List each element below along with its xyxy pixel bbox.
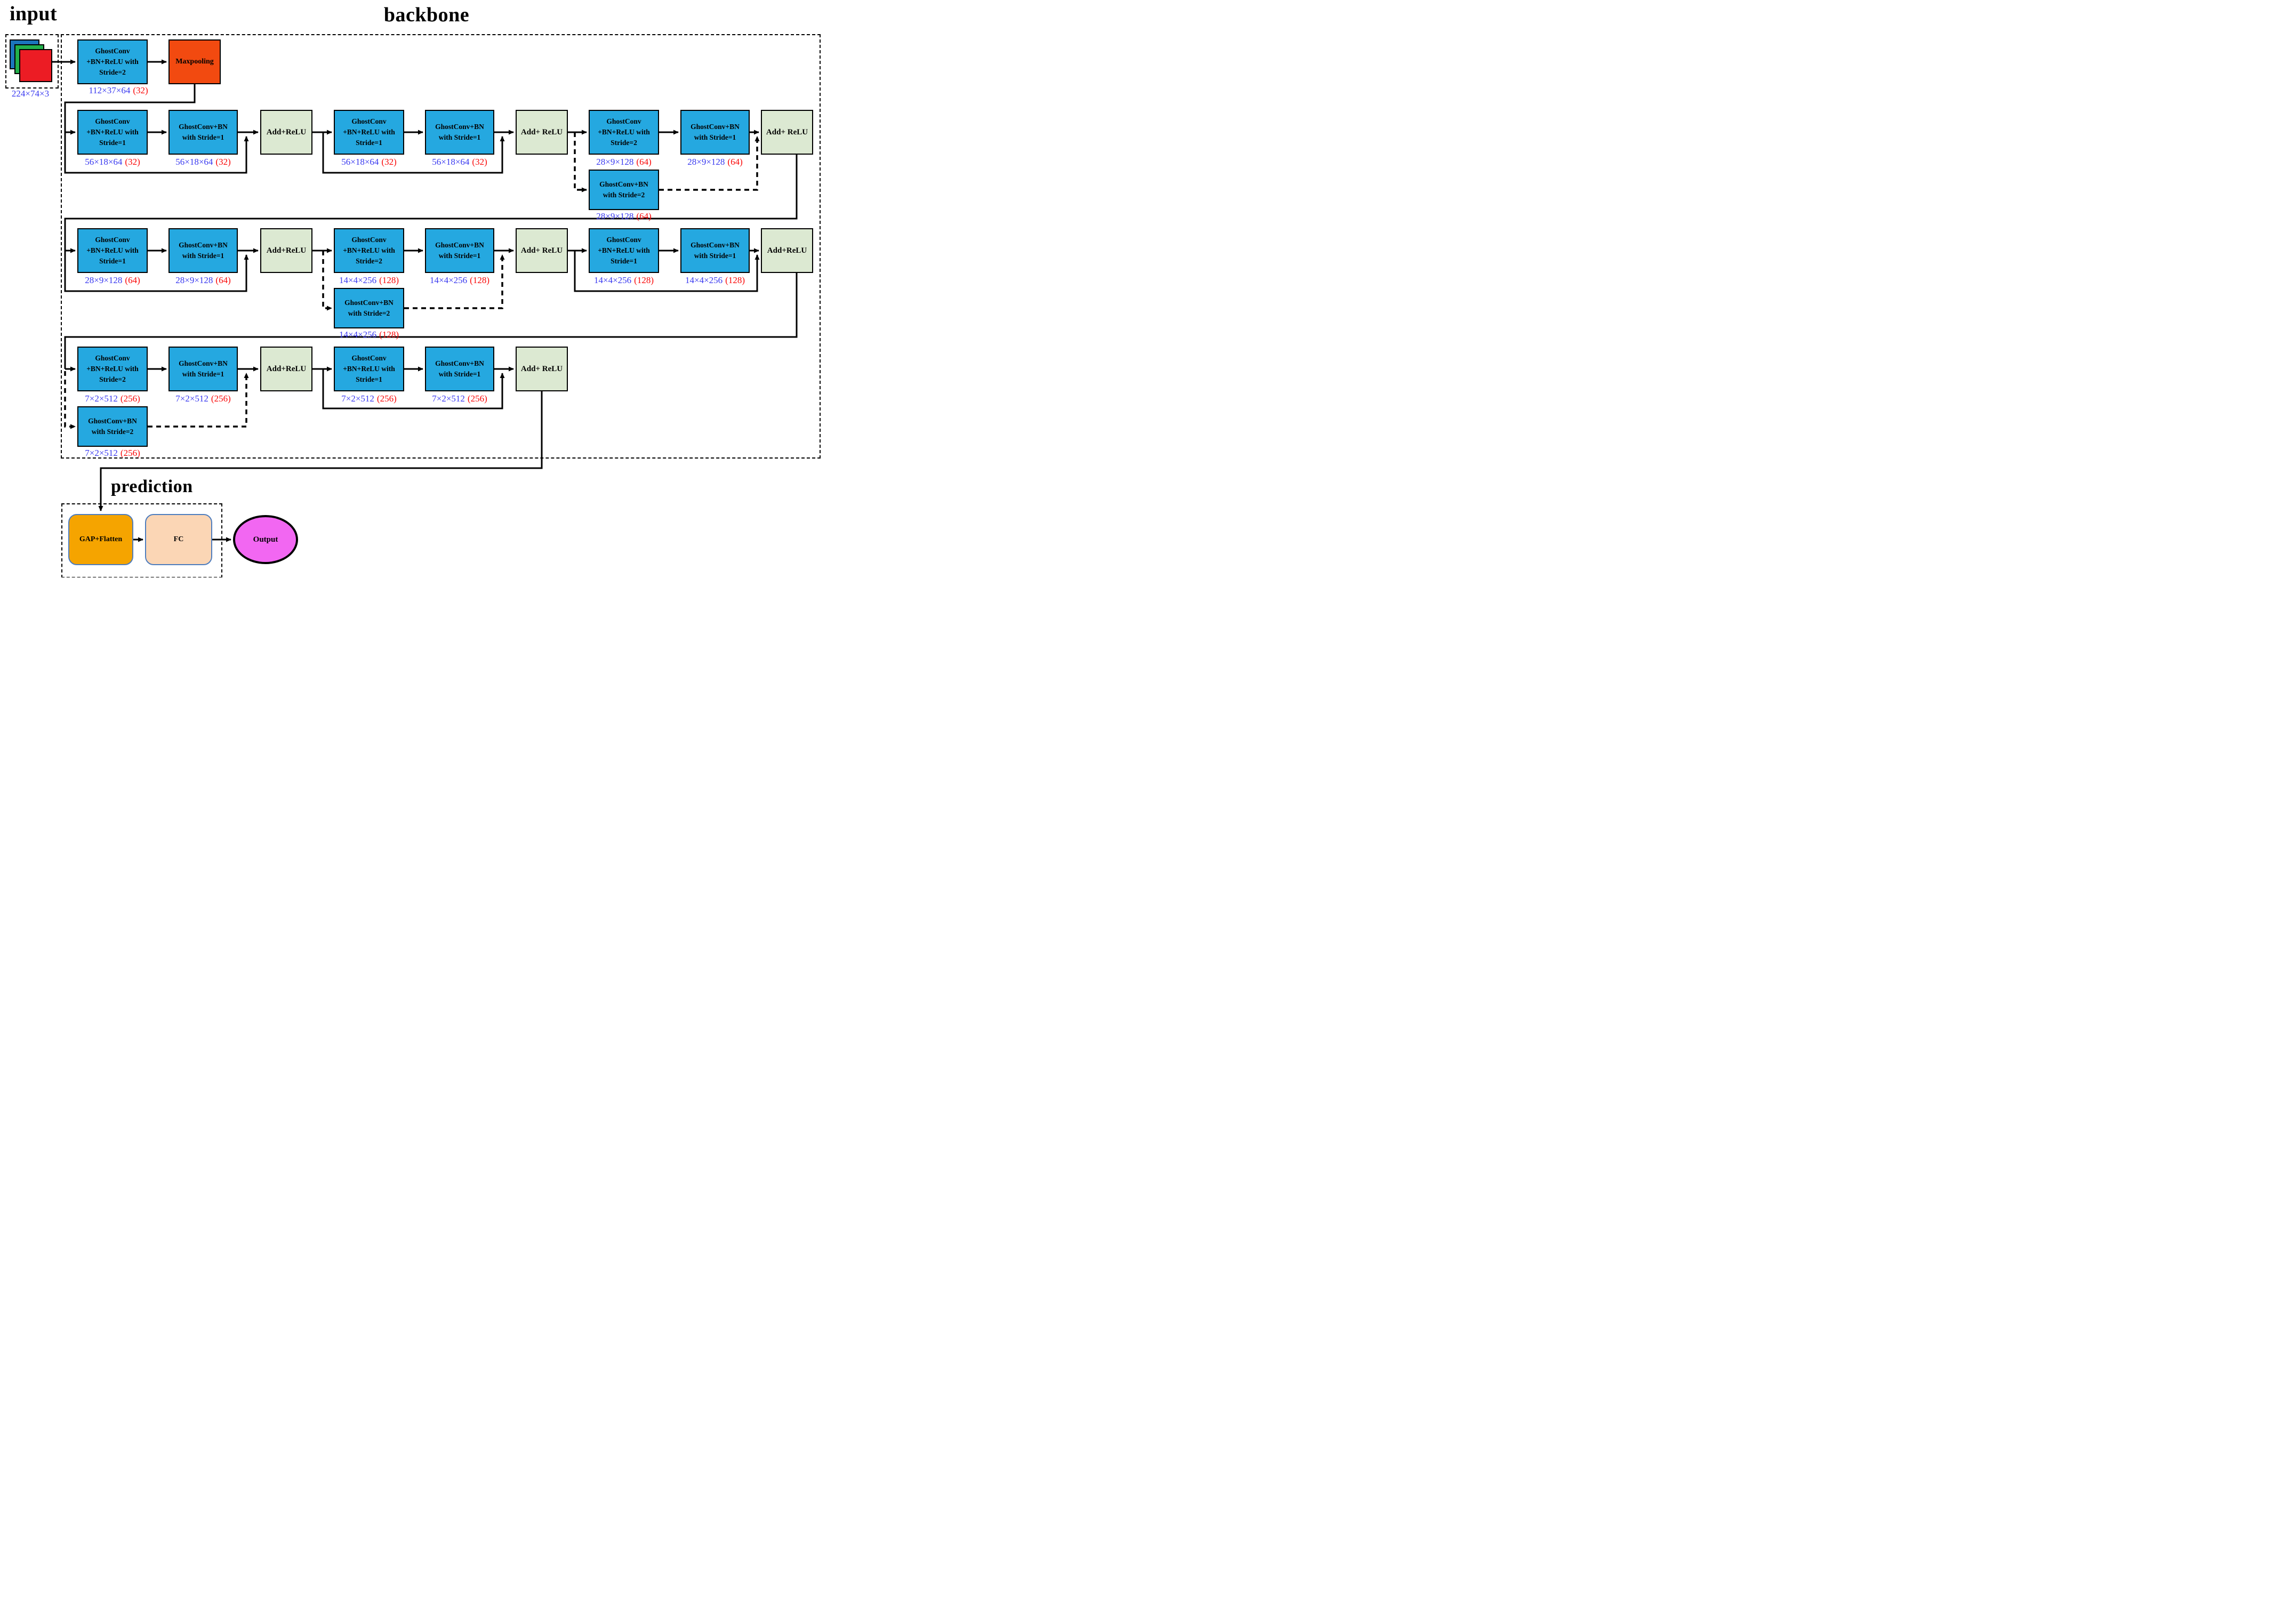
row2-ghostconvbn-s1-block2: GhostConv+BN with Stride=1	[425, 110, 494, 155]
dims-channels: (128)	[725, 275, 745, 285]
dims-value: 14×4×256	[429, 275, 468, 285]
dims-channels: (128)	[634, 275, 654, 285]
row2-ghostconvbn-s1-block3: GhostConv+BN with Stride=1	[680, 110, 750, 155]
row4-dims-1: 7×2×512(256)	[62, 393, 163, 404]
architecture-diagram: input backbone prediction 224×74×3	[0, 0, 825, 577]
row3-add-relu-3: Add+ReLU	[761, 228, 813, 273]
row4-ghostconvbn-s2-shortcut-block: GhostConv+BN with Stride=2	[77, 406, 148, 447]
dims-channels: (32)	[215, 157, 231, 167]
dims-value: 7×2×512	[85, 448, 118, 458]
row3-ghostconvbn-s2-shortcut-block: GhostConv+BN with Stride=2	[334, 288, 404, 328]
dims-value: 112×37×64	[89, 85, 131, 95]
row3-dims-1: 28×9×128(64)	[62, 275, 163, 286]
dims-channels: (64)	[215, 275, 231, 285]
dims-channels: (128)	[470, 275, 489, 285]
input-channel-red	[19, 49, 52, 82]
row2-add-relu-3: Add+ ReLU	[761, 110, 813, 155]
row3-ghostconv-s2-block: GhostConv +BN+ReLU with Stride=2	[334, 228, 404, 273]
dims-value: 7×2×512	[175, 393, 208, 404]
row3-ghostconv-s1-block1: GhostConv +BN+ReLU with Stride=1	[77, 228, 148, 273]
dims-channels: (32)	[381, 157, 397, 167]
row1-ghostconv-stride2-block: GhostConv +BN+ReLU with Stride=2	[77, 39, 148, 84]
dims-channels: (256)	[120, 448, 140, 458]
input-dims-value: 224×74×3	[11, 89, 50, 99]
dims-channels: (128)	[379, 275, 399, 285]
row4-ghostconv-s1-block: GhostConv +BN+ReLU with Stride=1	[334, 347, 404, 391]
row2-add-relu-2: Add+ ReLU	[516, 110, 568, 155]
row3-dims-3: 14×4×256(128)	[318, 275, 420, 286]
input-section-title: input	[10, 3, 58, 25]
dims-value: 14×4×256	[339, 330, 377, 340]
fc-block: FC	[145, 514, 212, 565]
row2-dims-5: 28×9×128(64)	[573, 157, 675, 167]
dims-value: 28×9×128	[596, 211, 634, 221]
row4-dims-3: 7×2×512(256)	[318, 393, 420, 404]
row3-ghostconv-s1-block2: GhostConv +BN+ReLU with Stride=1	[589, 228, 659, 273]
row3-dims-5: 14×4×256(128)	[573, 275, 675, 286]
dims-value: 14×4×256	[593, 275, 632, 285]
prediction-section-title: prediction	[111, 477, 193, 496]
row3-ghostconvbn-s1-block3: GhostConv+BN with Stride=1	[680, 228, 750, 273]
row2-dims-2: 56×18×64(32)	[152, 157, 254, 167]
row3-dims-2: 28×9×128(64)	[152, 275, 254, 286]
row3-add-relu-1: Add+ReLU	[260, 228, 312, 273]
row2-ghostconvbn-s2-shortcut-block: GhostConv+BN with Stride=2	[589, 170, 659, 210]
row2-ghostconv-s2-block: GhostConv +BN+ReLU with Stride=2	[589, 110, 659, 155]
backbone-section-title: backbone	[383, 4, 470, 26]
row3-dims-6: 14×4×256(128)	[664, 275, 766, 286]
row2-dims-6: 28×9×128(64)	[664, 157, 766, 167]
row2-dims-4: 56×18×64(32)	[409, 157, 510, 167]
row4-ghostconv-s2-block: GhostConv +BN+ReLU with Stride=2	[77, 347, 148, 391]
row2-ghostconv-s1-block2: GhostConv +BN+ReLU with Stride=1	[334, 110, 404, 155]
dims-channels: (64)	[125, 275, 140, 285]
dims-value: 7×2×512	[85, 393, 118, 404]
row1-maxpooling-block: Maxpooling	[168, 39, 221, 84]
dims-value: 14×4×256	[339, 275, 377, 285]
row4-ghostconvbn-s1-block1: GhostConv+BN with Stride=1	[168, 347, 238, 391]
input-dims-label: 224×74×3	[0, 89, 81, 99]
dims-value: 28×9×128	[596, 157, 634, 167]
row2-shortcut-dims: 28×9×128(64)	[573, 211, 675, 222]
row4-add-relu-2: Add+ ReLU	[516, 347, 568, 391]
gap-flatten-block: GAP+Flatten	[68, 514, 133, 565]
dims-value: 56×18×64	[341, 157, 379, 167]
dims-value: 7×2×512	[341, 393, 374, 404]
dims-channels: (64)	[636, 157, 652, 167]
dims-channels: (256)	[467, 393, 487, 404]
row4-shortcut-dims: 7×2×512(256)	[62, 448, 163, 459]
dims-channels: (256)	[120, 393, 140, 404]
row4-ghostconvbn-s1-block2: GhostConv+BN with Stride=1	[425, 347, 494, 391]
row2-ghostconvbn-s1-block1: GhostConv+BN with Stride=1	[168, 110, 238, 155]
dims-value: 28×9×128	[687, 157, 725, 167]
dims-value: 56×18×64	[175, 157, 213, 167]
row2-ghostconv-s1-block1: GhostConv +BN+ReLU with Stride=1	[77, 110, 148, 155]
row3-add-relu-2: Add+ ReLU	[516, 228, 568, 273]
dims-value: 7×2×512	[432, 393, 465, 404]
dims-channels: (64)	[636, 211, 652, 221]
output-node: Output	[233, 515, 298, 564]
row1-dims-label: 112×37×64(32)	[68, 85, 169, 96]
dims-value: 28×9×128	[85, 275, 123, 285]
dims-value: 14×4×256	[685, 275, 723, 285]
row2-dims-3: 56×18×64(32)	[318, 157, 420, 167]
dims-channels: (256)	[211, 393, 231, 404]
dims-channels: (32)	[133, 85, 148, 95]
row4-dims-2: 7×2×512(256)	[152, 393, 254, 404]
row3-ghostconvbn-s1-block1: GhostConv+BN with Stride=1	[168, 228, 238, 273]
dims-value: 56×18×64	[85, 157, 123, 167]
row3-dims-4: 14×4×256(128)	[409, 275, 510, 286]
row3-shortcut-dims: 14×4×256(128)	[318, 330, 420, 340]
row2-add-relu-1: Add+ReLU	[260, 110, 312, 155]
dims-value: 56×18×64	[432, 157, 470, 167]
dims-channels: (64)	[727, 157, 743, 167]
dims-channels: (128)	[379, 330, 399, 340]
dims-value: 28×9×128	[175, 275, 213, 285]
row4-dims-4: 7×2×512(256)	[409, 393, 510, 404]
row2-dims-1: 56×18×64(32)	[62, 157, 163, 167]
dims-channels: (32)	[125, 157, 140, 167]
dims-channels: (32)	[472, 157, 487, 167]
row4-add-relu-1: Add+ReLU	[260, 347, 312, 391]
row3-ghostconvbn-s1-block2: GhostConv+BN with Stride=1	[425, 228, 494, 273]
dims-channels: (256)	[376, 393, 397, 404]
